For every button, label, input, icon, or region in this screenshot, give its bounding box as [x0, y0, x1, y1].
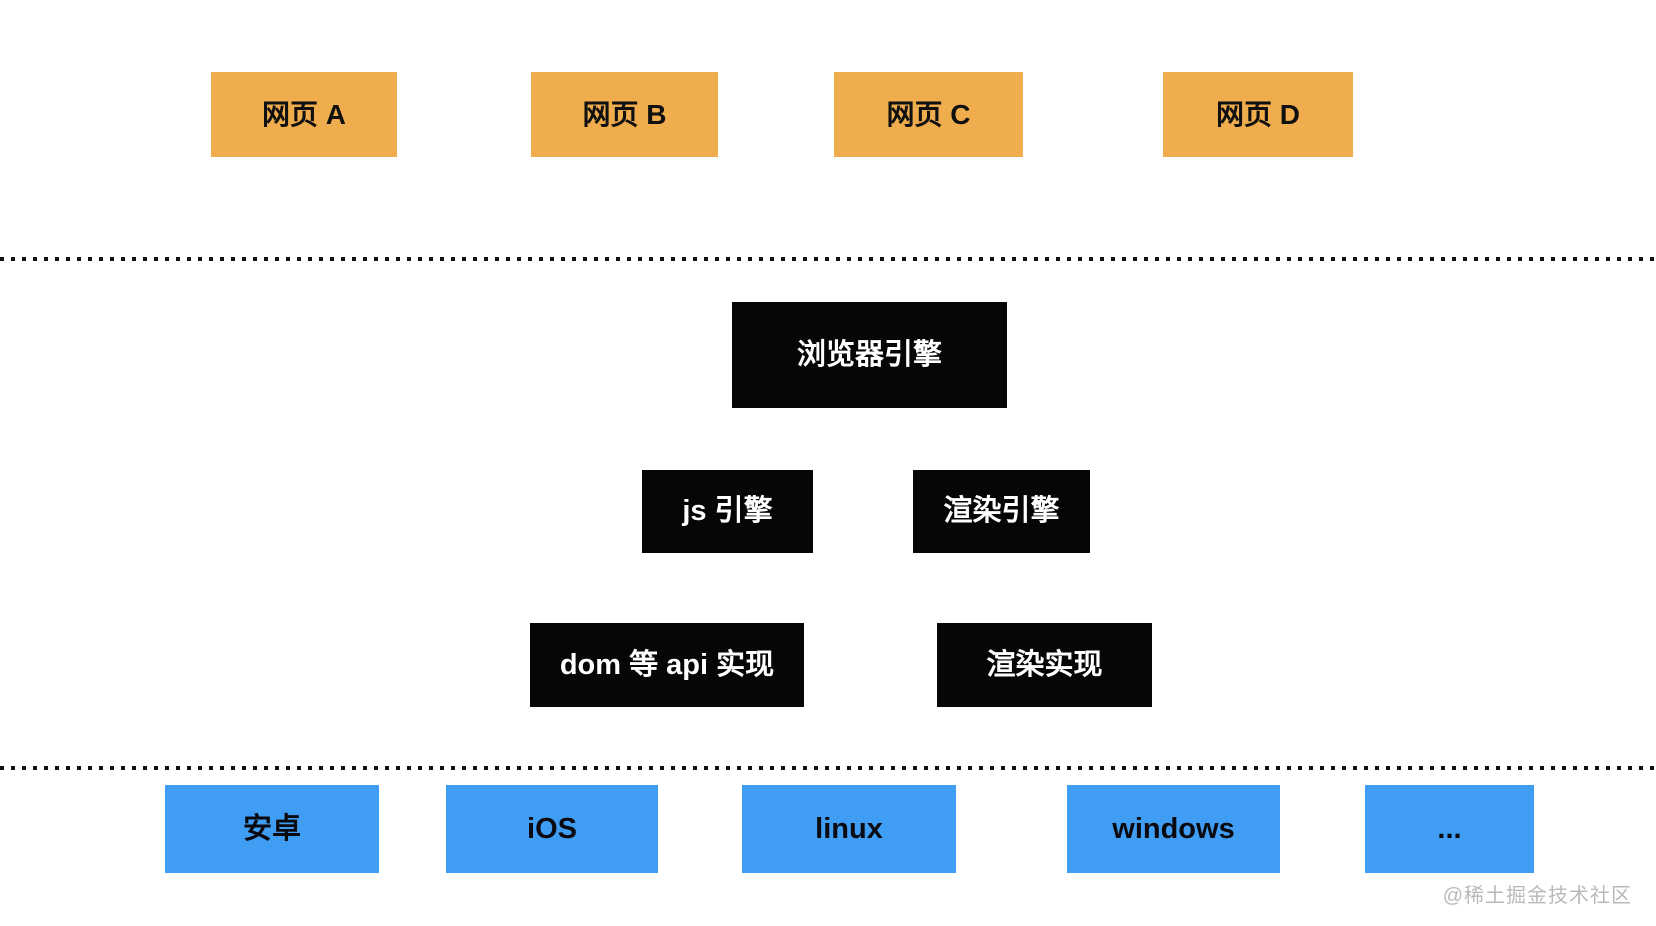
platform-linux-box: linux — [742, 785, 956, 873]
render-engine-box: 渲染引擎 — [913, 470, 1090, 553]
watermark-text: @稀土掘金技术社区 — [1442, 885, 1632, 907]
js-engine-label: js 引擎 — [682, 495, 773, 527]
platform-more-box: ... — [1365, 785, 1534, 873]
dom-api-implementation-box: dom 等 api 实现 — [530, 623, 804, 707]
dotted-divider-bottom — [0, 766, 1656, 770]
webpage-c-label: 网页 C — [886, 98, 971, 130]
platform-windows-box: windows — [1067, 785, 1280, 873]
platform-more-label: ... — [1437, 812, 1462, 845]
dotted-divider-top — [0, 257, 1656, 261]
dom-api-implementation-label: dom 等 api 实现 — [559, 648, 775, 681]
webpage-b-box: 网页 B — [531, 72, 718, 157]
platform-ios-label: iOS — [527, 812, 577, 845]
webpage-a-label: 网页 A — [261, 98, 346, 130]
js-engine-box: js 引擎 — [642, 470, 813, 553]
webpage-a-box: 网页 A — [211, 72, 397, 157]
render-implementation-box: 渲染实现 — [937, 623, 1152, 707]
browser-engine-box: 浏览器引擎 — [732, 302, 1007, 408]
browser-engine-label: 浏览器引擎 — [796, 338, 942, 371]
platform-windows-label: windows — [1112, 812, 1235, 845]
webpage-d-label: 网页 D — [1215, 98, 1300, 130]
render-engine-label: 渲染引擎 — [943, 495, 1060, 527]
platform-android-box: 安卓 — [165, 785, 379, 873]
render-implementation-label: 渲染实现 — [986, 648, 1103, 681]
webpage-d-box: 网页 D — [1163, 72, 1353, 157]
platform-linux-label: linux — [815, 812, 883, 845]
webpage-b-label: 网页 B — [582, 98, 667, 130]
platform-android-label: 安卓 — [242, 812, 301, 845]
platform-ios-box: iOS — [446, 785, 658, 873]
webpage-c-box: 网页 C — [834, 72, 1023, 157]
